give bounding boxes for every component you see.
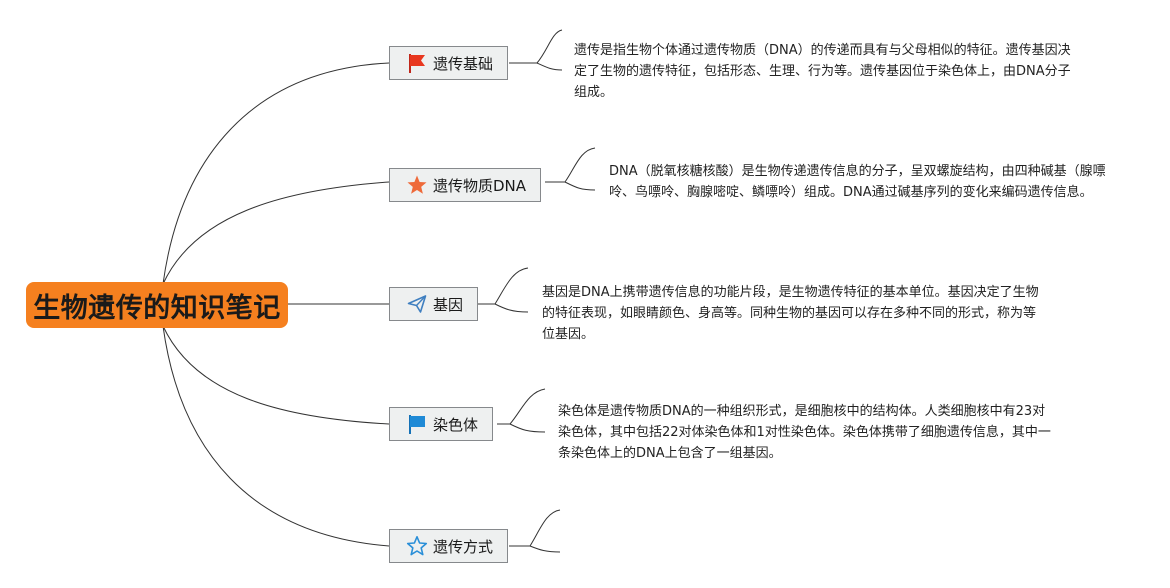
root-topic[interactable]: 生物遗传的知识笔记 — [26, 282, 288, 328]
paper-plane-icon — [406, 293, 428, 315]
topic-heredity-basics[interactable]: 遗传基础 — [389, 46, 509, 80]
note-chromosome: 染色体是遗传物质DNA的一种组织形式，是细胞核中的结构体。人类细胞核中有23对染… — [558, 404, 1051, 461]
topic-label: 遗传基础 — [433, 54, 494, 73]
note-genetic-material-dna: DNA（脱氧核糖核酸）是生物传递遗传信息的分子，呈双螺旋结构，由四种碱基（腺嘌呤… — [609, 164, 1106, 200]
orange-star-icon — [406, 174, 428, 196]
connector-note-1 — [509, 29, 563, 71]
note-heredity-basics: 遗传是指生物个体通过遗传物质（DNA）的传递而具有与父母相似的特征。遗传基因决定… — [574, 43, 1071, 100]
connector-note-5 — [509, 509, 561, 553]
topic-chromosome[interactable]: 染色体 — [389, 407, 494, 441]
outline-star-icon — [406, 535, 428, 557]
connector-root-branch-1 — [162, 62, 390, 285]
connector-note-3 — [478, 267, 529, 313]
note-gene: 基因是DNA上携带遗传信息的功能片段，是生物遗传特征的基本单位。基因决定了生物的… — [542, 285, 1039, 342]
topic-label: 遗传方式 — [433, 537, 494, 556]
connector-root-branch-4 — [162, 325, 390, 425]
connector-root-branch-2 — [162, 181, 390, 285]
topic-inheritance-pattern[interactable]: 遗传方式 — [389, 529, 509, 563]
topic-genetic-material-dna[interactable]: 遗传物质DNA — [389, 168, 542, 202]
topic-label: 染色体 — [433, 415, 479, 434]
connector-note-4 — [497, 388, 546, 433]
blue-flag-icon — [406, 413, 428, 435]
connector-note-2 — [545, 147, 596, 191]
red-flag-icon — [406, 52, 428, 74]
topic-label: 遗传物质DNA — [433, 176, 527, 195]
connector-root-branch-5 — [162, 325, 390, 547]
root-title: 生物遗传的知识笔记 — [33, 292, 281, 324]
topic-label: 基因 — [433, 295, 464, 314]
topic-gene[interactable]: 基因 — [389, 287, 479, 321]
